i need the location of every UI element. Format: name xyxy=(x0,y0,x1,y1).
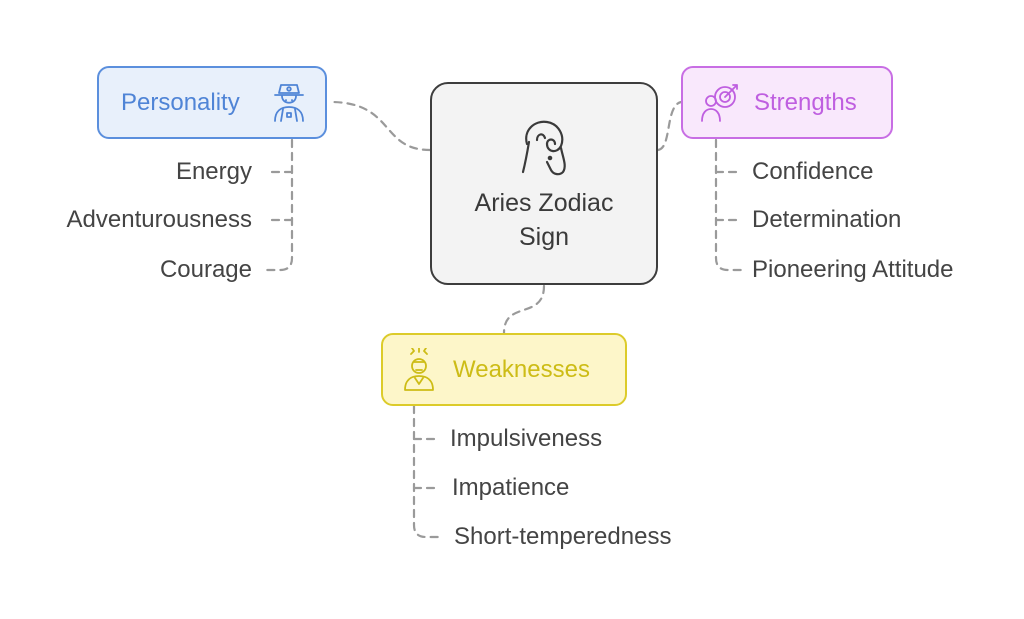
personality-item-courage: Courage xyxy=(159,256,252,283)
connector-weaknesses-trunk xyxy=(412,404,442,539)
strengths-item-pioneering-attitude: Pioneering Attitude xyxy=(752,256,954,283)
adventurer-person-icon xyxy=(274,84,304,122)
connector-center-personality xyxy=(328,100,432,152)
personality-node: Personality xyxy=(97,66,327,139)
weaknesses-node: Weaknesses xyxy=(381,333,627,406)
connector-center-weaknesses xyxy=(502,284,546,335)
center-node: Aries Zodiac Sign xyxy=(430,82,658,285)
strengths-node: Strengths xyxy=(681,66,893,139)
frustrated-person-icon xyxy=(404,348,434,391)
personality-item-adventurousness: Adventurousness xyxy=(66,206,252,233)
weaknesses-item-impatience: Impatience xyxy=(452,474,570,501)
personality-item-energy: Energy xyxy=(175,158,252,185)
weaknesses-item-impulsiveness: Impulsiveness xyxy=(450,425,603,452)
ram-head-icon xyxy=(521,120,566,175)
connector-personality-trunk xyxy=(262,138,294,272)
strengths-item-confidence: Confidence xyxy=(752,158,874,185)
weaknesses-item-short-temperedness: Short-temperedness xyxy=(454,523,672,550)
person-target-icon xyxy=(701,84,738,122)
center-title: Aries Zodiac Sign xyxy=(474,188,614,251)
connector-strengths-trunk xyxy=(714,138,744,272)
weaknesses-label: Weaknesses xyxy=(453,356,590,383)
strengths-item-determination: Determination xyxy=(752,206,902,233)
personality-label: Personality xyxy=(121,89,240,116)
strengths-label: Strengths xyxy=(754,89,857,116)
connector-center-strengths xyxy=(656,100,683,152)
